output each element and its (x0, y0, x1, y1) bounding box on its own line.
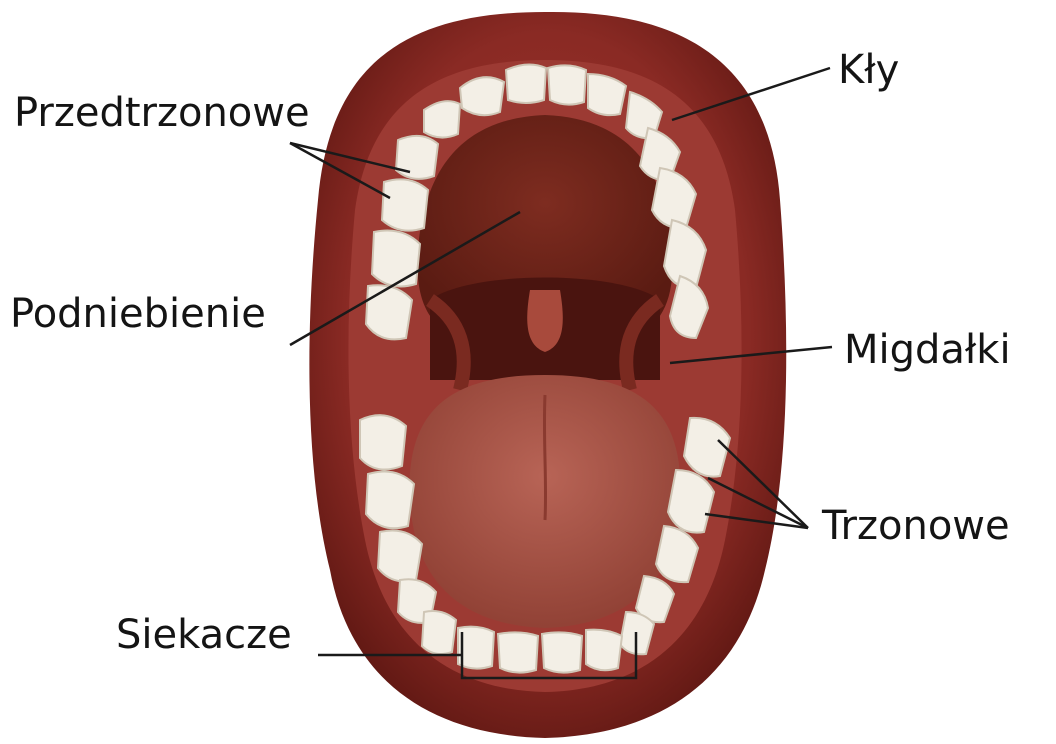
label-molars: Trzonowe (822, 506, 1010, 546)
label-palate: Podniebienie (10, 294, 266, 334)
label-incisors: Siekacze (116, 615, 292, 655)
label-premolars: Przedtrzonowe (14, 93, 310, 133)
label-tonsils: Migdałki (844, 330, 1011, 370)
label-canines: Kły (838, 50, 899, 90)
tongue-midline (544, 395, 545, 520)
